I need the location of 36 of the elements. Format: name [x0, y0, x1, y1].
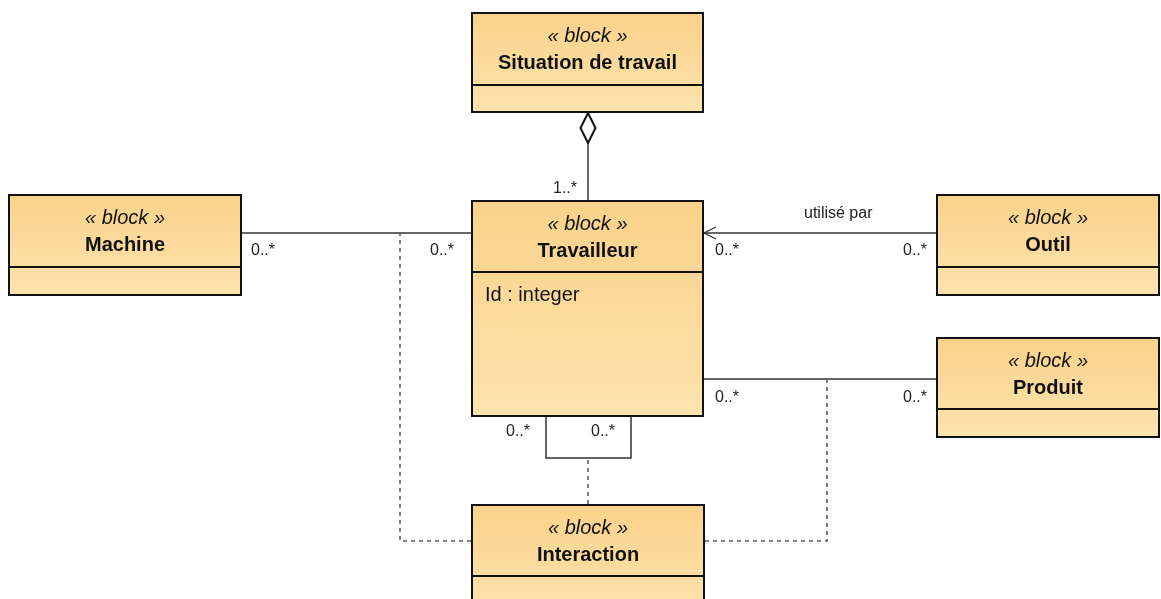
multiplicity-label: 0..* [903, 240, 927, 260]
block-box [471, 12, 704, 113]
block-box [471, 504, 705, 599]
dashed-connector [587, 457, 589, 505]
block-box [936, 337, 1160, 438]
block-name: Outil [1025, 232, 1071, 257]
block-name: Produit [1013, 374, 1083, 400]
multiplicity-label: 0..* [506, 421, 530, 441]
multiplicity-label: 0..* [591, 421, 615, 441]
stereotype-text: « block » [547, 514, 629, 540]
association-line [241, 232, 472, 234]
stereotype-text: « block » [1007, 205, 1089, 230]
multiplicity-label: 0..* [251, 240, 275, 260]
block-name: Interaction [536, 541, 640, 567]
multiplicity-label: 1..* [553, 178, 577, 198]
association-line [545, 416, 632, 459]
block-name: Travailleur [537, 237, 638, 263]
multiplicity-label: 0..* [903, 387, 927, 407]
dashed-connector [399, 232, 472, 542]
aggregation-line [579, 112, 597, 201]
stereotype-text: « block » [547, 23, 628, 48]
block-name: Machine [85, 232, 165, 257]
arrow [703, 226, 937, 240]
stereotype-text: « block » [1007, 347, 1089, 373]
multiplicity-label: 0..* [715, 387, 739, 407]
dashed-connector [704, 378, 828, 542]
block-name: Situation de travail [498, 50, 677, 75]
multiplicity-label: 0..* [430, 240, 454, 260]
attribute-text: Id : integer [485, 282, 581, 307]
block-box [471, 200, 704, 417]
block-box [936, 194, 1160, 296]
multiplicity-label: 0..* [715, 240, 739, 260]
association-line [703, 378, 937, 380]
stereotype-text: « block » [84, 205, 166, 230]
block-box [8, 194, 242, 296]
stereotype-text: « block » [547, 210, 628, 236]
